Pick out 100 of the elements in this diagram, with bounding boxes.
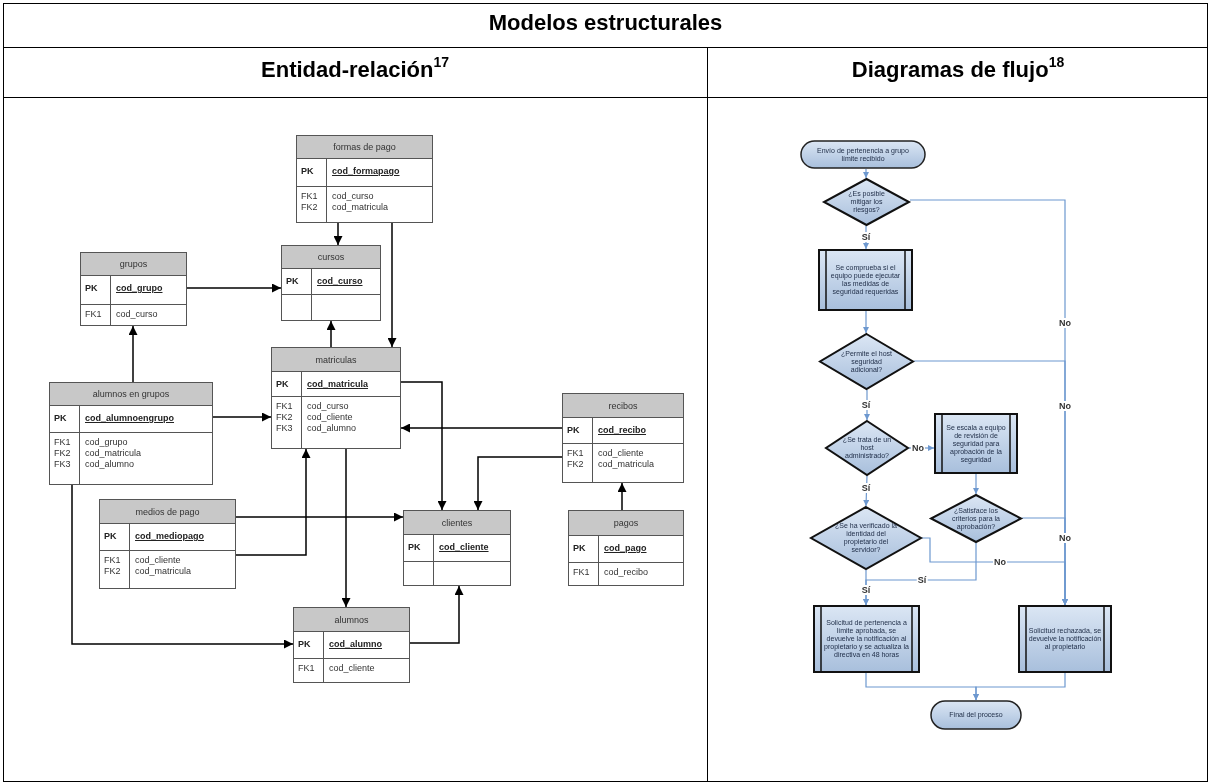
entity-table <box>99 499 236 589</box>
arrow <box>400 381 447 511</box>
heading: Modelos estructurales <box>488 10 723 35</box>
arrow <box>473 456 563 511</box>
column-name: cod_alumno <box>85 459 135 470</box>
key-label: FK2 <box>301 202 319 213</box>
arrow <box>212 412 272 422</box>
column-name: cod_mediopago <box>135 531 204 542</box>
column-name: cod_matricula <box>332 202 389 213</box>
key-label: FK1 <box>104 555 122 566</box>
entity-table <box>271 347 401 449</box>
edge-label: Sí <box>860 483 872 493</box>
table-name: grupos <box>119 259 148 269</box>
key-label: PK <box>301 166 315 177</box>
column-name: cod_alumnoengrupo <box>85 413 174 424</box>
arrow <box>921 537 1068 606</box>
column-name: cod_cliente <box>329 663 375 674</box>
column-name: cod_grupo <box>116 283 163 294</box>
table-name: alumnos en grupos <box>92 389 170 399</box>
column-name: cod_cliente <box>439 542 489 553</box>
column-name: cod_matricula <box>307 379 369 390</box>
column-name: cod_recibo <box>604 567 649 578</box>
table-name: formas de pago <box>333 142 396 152</box>
subprocess-box <box>934 413 1018 474</box>
entity-table <box>49 382 213 485</box>
column-name: cod_pago <box>604 543 647 554</box>
entity-table <box>562 393 684 483</box>
arrow <box>71 484 294 649</box>
table-name: cursos <box>317 252 345 262</box>
key-label: FK3 <box>54 459 72 470</box>
edge-label: Sí <box>860 400 872 410</box>
arrow <box>617 482 627 511</box>
column-name: cod_grupo <box>85 437 128 448</box>
arrow <box>864 389 870 421</box>
subprocess-box <box>1018 605 1112 673</box>
subprocess-box <box>818 249 913 311</box>
arrow <box>973 473 979 495</box>
arrow <box>973 672 1066 701</box>
column-name: cod_curso <box>307 401 349 412</box>
column-name: cod_cliente <box>135 555 181 566</box>
column-name: cod_matricula <box>135 566 192 577</box>
key-label: PK <box>85 283 99 294</box>
edge-label: No <box>1058 533 1072 543</box>
edge-label: Sí <box>916 575 928 585</box>
edge-label: No <box>993 557 1007 567</box>
key-label: PK <box>286 276 300 287</box>
key-label: FK1 <box>276 401 294 412</box>
key-label: FK1 <box>573 567 591 578</box>
key-label: FK1 <box>298 663 316 674</box>
entity-table <box>80 252 187 326</box>
key-label: PK <box>104 531 118 542</box>
column-name: cod_cliente <box>307 412 353 423</box>
edge-label: No <box>1058 401 1072 411</box>
entity-table <box>568 510 684 586</box>
key-label: PK <box>276 379 290 390</box>
key-label: FK1 <box>54 437 72 448</box>
entity-table <box>293 607 410 683</box>
column-name: cod_cliente <box>598 448 644 459</box>
key-label: FK1 <box>301 191 319 202</box>
edge-label: Sí <box>860 585 872 595</box>
column-name: cod_curso <box>317 276 363 287</box>
arrow <box>235 512 404 522</box>
key-label: FK1 <box>567 448 585 459</box>
column-name: cod_curso <box>332 191 374 202</box>
column-name: cod_recibo <box>598 425 646 436</box>
arrow <box>235 448 311 556</box>
edge-label: No <box>911 443 925 453</box>
key-label: FK2 <box>104 566 122 577</box>
arrow <box>400 423 563 433</box>
subprocess-box <box>813 605 920 673</box>
key-label: FK1 <box>85 309 103 320</box>
entity-table <box>403 510 511 586</box>
decision-diamond <box>823 178 910 226</box>
edge-label: Sí <box>860 232 872 242</box>
decision-diamond <box>930 494 1022 543</box>
heading: Diagramas de flujo$^{18}$ <box>851 57 1065 82</box>
key-label: FK2 <box>567 459 585 470</box>
column-name: cod_formapago <box>332 166 400 177</box>
entity-table <box>296 135 433 223</box>
edge-label: No <box>1058 318 1072 328</box>
arrow <box>387 222 397 348</box>
arrow <box>863 310 869 334</box>
key-label: FK3 <box>276 423 294 434</box>
terminator-shape <box>930 700 1022 730</box>
key-label: FK2 <box>276 412 294 423</box>
heading: Entidad-relación$^{17}$ <box>261 57 449 82</box>
key-label: FK2 <box>54 448 72 459</box>
arrow <box>409 585 464 644</box>
column-name: cod_matricula <box>85 448 142 459</box>
column-name: cod_matricula <box>598 459 655 470</box>
arrow <box>128 325 138 383</box>
decision-diamond <box>810 506 922 570</box>
arrow <box>186 283 282 293</box>
arrow <box>333 222 343 246</box>
key-label: PK <box>54 413 68 424</box>
key-label: PK <box>567 425 581 436</box>
table-name: alumnos <box>334 614 369 625</box>
table-name: recibos <box>608 400 638 411</box>
arrow <box>326 320 336 348</box>
column-name: cod_alumno <box>307 423 357 434</box>
